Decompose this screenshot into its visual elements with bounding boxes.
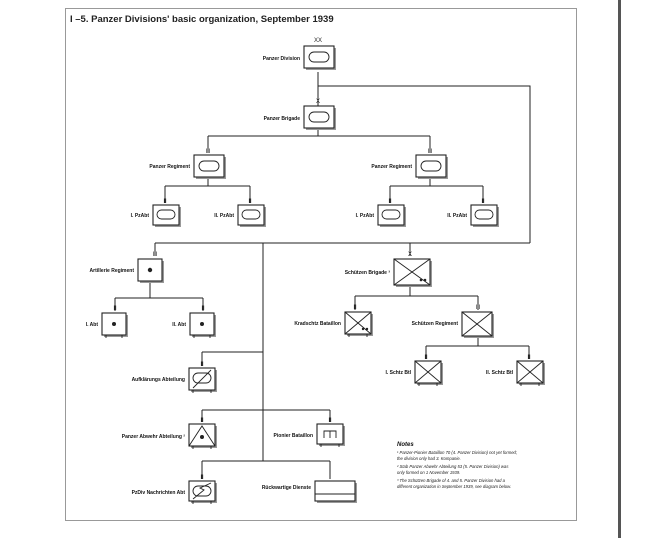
note-line-2: the division only had 3. Kompanie. (397, 456, 461, 461)
echelon-kradschutz: II (353, 305, 357, 311)
unit-schutz-btl2: II. Schtz Btl (486, 360, 545, 386)
artillery-dot-icon (112, 322, 116, 326)
note-line-6: different organization in September 1939… (397, 484, 511, 489)
echelon-pionier: II (328, 418, 332, 424)
armor-symbol-icon (198, 160, 220, 172)
unit-pzabt2-right: II. PzAbt (447, 204, 499, 227)
unit-panzer-brigade: Panzer Brigade (264, 105, 336, 130)
artillery-dot-icon (147, 267, 153, 273)
label-pzabt2-left: II. PzAbt (214, 213, 234, 219)
echelon-abwehr: II (200, 418, 204, 424)
armor-symbol-icon (420, 160, 442, 172)
unit-pzabt1-left: I. PzAbt (131, 204, 181, 227)
note-line-1: ¹ Panzer-Pionier Bataillon 70 (4. Panzer… (397, 450, 518, 455)
echelon-schutzen-regiment: III (475, 305, 480, 311)
unit-nachrichten-abt: PzDiv Nachrichten Abt (132, 480, 217, 504)
echelon-art-abt2: II (201, 306, 205, 312)
unit-artillerie-abt1: I. Abt (86, 312, 128, 338)
unit-aufklarungs-abteilung: Aufklärungs Abteilung (132, 367, 217, 393)
label-panzer-regiment-left: Panzer Regiment (149, 164, 190, 170)
label-nachrichten-abt: PzDiv Nachrichten Abt (132, 490, 186, 496)
label-panzer-brigade: Panzer Brigade (264, 116, 301, 122)
notes-block: Notes ¹ Panzer-Pionier Bataillon 70 (4. … (397, 442, 518, 489)
armor-symbol-icon (474, 209, 494, 220)
unit-panzer-regiment-right: Panzer Regiment (371, 154, 448, 179)
unit-artillerie-regiment: Artillerie Regiment (90, 258, 164, 283)
echelon-division: XX (314, 38, 322, 44)
echelon-artillerie-regiment: III (152, 252, 157, 258)
note-line-3: ² Stab Panzer Abwehr Abteilung 53 (5. Pa… (397, 464, 509, 469)
label-artillerie-regiment: Artillerie Regiment (90, 268, 135, 274)
unit-kradschutz-bataillon: Kradschtz Bataillon (294, 311, 373, 337)
armor-symbol-icon (308, 111, 330, 123)
label-schutzen-brigade: Schützen Brigade ³ (345, 270, 391, 276)
label-pzabt1-left: I. PzAbt (131, 213, 150, 219)
connector-lines (114, 72, 531, 479)
unit-ruckwartige-dienste: Rückwartige Dienste (262, 480, 357, 503)
echelon-schutzen-brigade: X (408, 252, 412, 258)
unit-panzer-abwehr-abteilung: Panzer Abwehr Abteilung ² (122, 423, 217, 449)
echelon-pzabt1-left: II (163, 199, 167, 205)
unit-artillerie-abt2: II. Abt (172, 312, 216, 338)
unit-panzer-regiment-left: Panzer Regiment (149, 154, 226, 179)
armor-symbol-icon (156, 209, 176, 220)
armor-symbol-icon (308, 51, 330, 63)
note-line-4: only formed on 1 November 1939. (397, 470, 460, 475)
label-schutzen-regiment: Schützen Regiment (412, 321, 459, 327)
note-line-5: ³ The Schützen Brigade of 4. and 5. Panz… (397, 478, 506, 483)
label-pionier-bataillon: Pionier Bataillon (274, 433, 313, 439)
unit-pzabt1-right: I. PzAbt (356, 204, 406, 227)
echelon-pzabt2-right: II (481, 199, 485, 205)
echelon-nachrichten: II (200, 475, 204, 481)
page-edge-rule (618, 0, 621, 538)
signals-symbol-icon (192, 485, 212, 497)
label-artillerie-abt2: II. Abt (172, 322, 186, 328)
label-artillerie-abt1: I. Abt (86, 322, 99, 328)
figure-frame (65, 8, 577, 521)
armor-symbol-icon (381, 209, 401, 220)
unit-schutz-btl1: I. Schtz Btl (385, 360, 443, 386)
echelon-pzabt2-left: II (248, 199, 252, 205)
label-schutz-btl1: I. Schtz Btl (385, 370, 411, 376)
echelon-brigade: X (316, 99, 320, 105)
label-panzer-regiment-right: Panzer Regiment (371, 164, 412, 170)
echelon-aufklarung: II (200, 362, 204, 368)
echelon-regiment-right: III (427, 149, 432, 155)
armor-symbol-icon (241, 209, 261, 220)
label-pzabt1-right: I. PzAbt (356, 213, 375, 219)
unit-panzer-division: Panzer Division (263, 45, 336, 70)
echelon-schtz-btl2: II (527, 355, 531, 361)
antitank-symbol-icon (188, 425, 216, 447)
echelon-regiment-left: III (205, 149, 210, 155)
unit-schutzen-regiment: Schützen Regiment (412, 311, 494, 338)
unit-schutzen-brigade: Schützen Brigade ³ (345, 258, 432, 287)
label-ruckwartige-dienste: Rückwartige Dienste (262, 485, 311, 491)
unit-pzabt2-left: II. PzAbt (214, 204, 266, 227)
figure-title: I –5. Panzer Divisions' basic organizati… (70, 14, 334, 25)
notes-heading: Notes (397, 442, 414, 448)
unit-pionier-bataillon: Pionier Bataillon (274, 423, 345, 447)
echelon-pzabt1-right: II (388, 199, 392, 205)
label-panzer-division: Panzer Division (263, 56, 300, 62)
echelon-schtz-btl1: II (424, 355, 428, 361)
echelon-marks: XX X III III II II II II III X II II II … (113, 38, 531, 481)
label-aufklarungs-abteilung: Aufklärungs Abteilung (132, 377, 185, 383)
artillery-dot-icon (200, 322, 204, 326)
recon-symbol-icon (192, 372, 212, 384)
label-schutz-btl2: II. Schtz Btl (486, 370, 514, 376)
label-panzer-abwehr-abteilung: Panzer Abwehr Abteilung ² (122, 434, 186, 440)
label-kradschutz-bataillon: Kradschtz Bataillon (294, 321, 341, 327)
label-pzabt2-right: II. PzAbt (447, 213, 467, 219)
echelon-art-abt1: II (113, 306, 117, 312)
